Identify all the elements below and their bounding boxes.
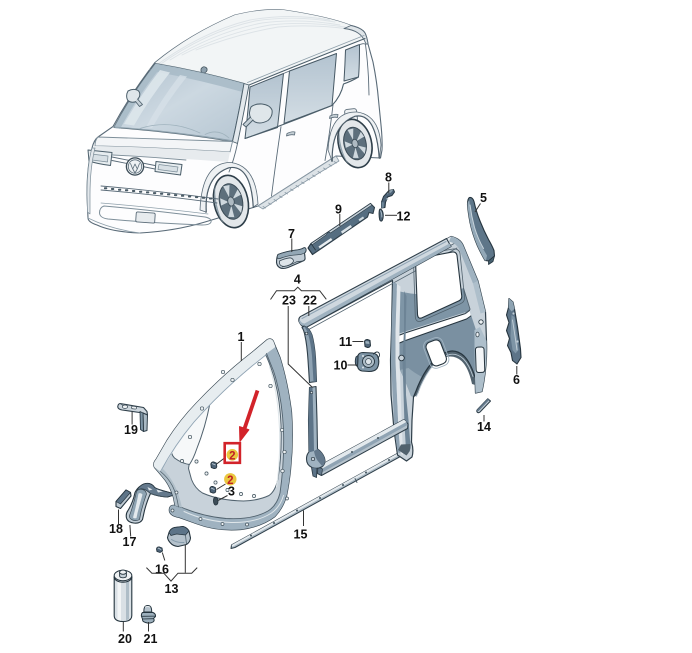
svg-text:13: 13 [165, 582, 179, 596]
svg-text:21: 21 [144, 632, 158, 646]
svg-text:6: 6 [513, 373, 520, 387]
svg-text:22: 22 [303, 294, 317, 308]
svg-text:8: 8 [385, 171, 392, 185]
svg-text:17: 17 [123, 535, 137, 549]
svg-text:10: 10 [334, 359, 348, 373]
svg-text:20: 20 [118, 632, 132, 646]
svg-text:9: 9 [335, 203, 342, 217]
svg-text:5: 5 [480, 191, 487, 205]
svg-text:14: 14 [477, 420, 491, 434]
svg-text:7: 7 [288, 227, 295, 241]
svg-text:3: 3 [228, 485, 235, 499]
svg-text:19: 19 [124, 423, 138, 437]
svg-text:2: 2 [229, 451, 235, 463]
svg-text:1: 1 [238, 330, 245, 344]
svg-text:12: 12 [397, 210, 411, 224]
svg-text:11: 11 [339, 335, 352, 349]
svg-text:4: 4 [294, 272, 301, 286]
svg-text:2: 2 [227, 475, 233, 487]
svg-text:15: 15 [294, 528, 308, 542]
svg-text:23: 23 [282, 294, 296, 308]
svg-text:16: 16 [155, 563, 169, 577]
svg-text:18: 18 [109, 522, 123, 536]
